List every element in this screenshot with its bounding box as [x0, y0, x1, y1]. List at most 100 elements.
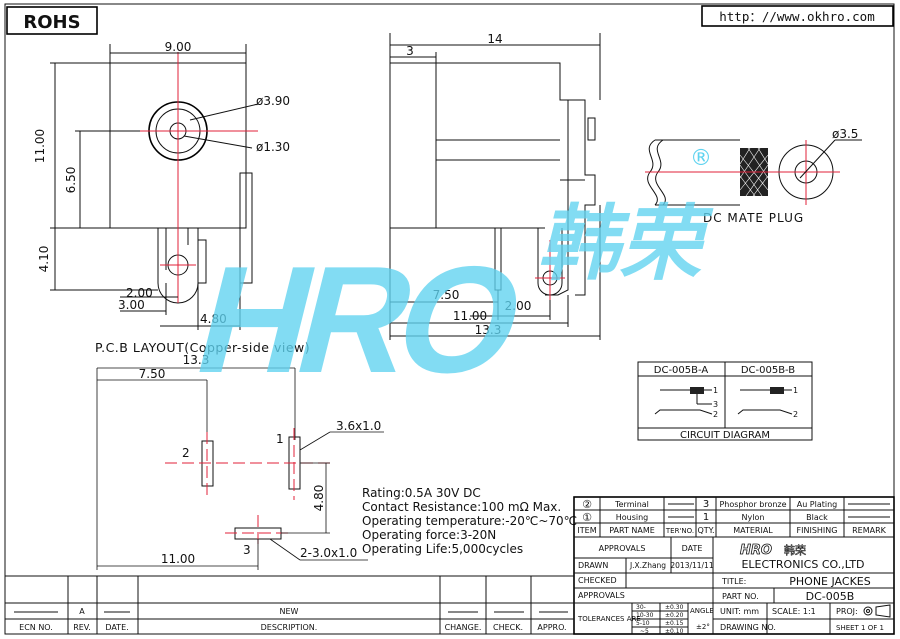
sheet-border — [4, 3, 895, 635]
drawn-label: DRAWN — [578, 561, 608, 570]
angle-value: ±2° — [696, 623, 710, 631]
dia-inner: ø1.30 — [256, 140, 290, 154]
rev-description: NEW — [280, 607, 299, 616]
dim-total: 14 — [487, 32, 502, 46]
part-row-1-name: Terminal — [614, 500, 649, 509]
pcb-dim-1100: 11.00 — [161, 552, 195, 566]
drawn-date: 2013/11/11 — [670, 561, 713, 570]
dim-1100: 11.00 — [453, 309, 487, 323]
circuit-title: CIRCUIT DIAGRAM — [680, 430, 770, 441]
hdr-qty: QTY. — [698, 526, 715, 535]
circuit-a-p3: 3 — [713, 400, 718, 409]
spec-life: Operating Life:5,000cycles — [362, 542, 523, 556]
revision-strip: A NEW ECN NO. REV. DATE. DESCRIPTION. CH… — [5, 575, 574, 634]
part-row-2-num: ① — [582, 511, 592, 524]
dim-c: 4.80 — [200, 312, 227, 326]
plug-label: DC MATE PLUG — [703, 211, 804, 225]
change-header: CHANGE. — [445, 623, 482, 632]
dim-height: 11.00 — [33, 129, 47, 163]
watermark-cn: 韩荣 — [532, 196, 720, 292]
dia-outer: ø3.90 — [256, 94, 290, 108]
part-row-2-qty: 1 — [703, 512, 709, 523]
logo-cn: 韩荣 — [784, 543, 806, 557]
spec-temperature: Operating temperature:-20℃~70℃ — [362, 514, 577, 528]
dim-front: 3 — [406, 44, 414, 58]
date-header: DATE. — [105, 623, 128, 632]
unit-label: UNIT: mm — [720, 607, 759, 616]
drawn-by: J.X.Zhang — [629, 561, 666, 570]
circuit-diagram: DC-005B-A DC-005B-B CIRCUIT DIAGRAM 1 3 … — [637, 361, 813, 441]
drawing-no-label: DRAWING NO. — [720, 623, 776, 632]
watermark-text: HRO — [181, 234, 535, 404]
url-box — [701, 5, 894, 27]
part-row-1-num: ② — [582, 498, 592, 511]
tol-r3-range: 5-10 — [636, 620, 650, 627]
circuit-a-p1: 1 — [713, 386, 718, 395]
pcb-pin3: 3 — [243, 543, 251, 557]
hdr-item: ITEM — [577, 526, 596, 535]
tol-r3-val: ±0.15 — [665, 620, 684, 627]
date-label: DATE — [682, 544, 703, 553]
check-header: CHECK. — [493, 623, 523, 632]
dim-center-height: 6.50 — [64, 167, 78, 194]
tolerances-label: TOLERANCES ARE — [577, 615, 641, 623]
dim-a: 2.00 — [126, 286, 153, 300]
ecn-header: ECN NO. — [19, 623, 53, 632]
rev-value: A — [79, 607, 85, 616]
hdr-ter: TER'NO. — [665, 527, 694, 535]
drawing-title: PHONE JACKES — [789, 575, 870, 588]
part-row-1-finish: Au Plating — [797, 500, 838, 509]
dim-133: 13.3 — [475, 323, 502, 337]
pcb-title: P.C.B LAYOUT(Copper-side view) — [95, 340, 310, 355]
approvals2-label: APPROVALS — [578, 591, 625, 600]
pcb-pad-size: 3.6x1.0 — [336, 419, 381, 433]
title-block: ② Terminal 3 Phosphor bronze Au Plating … — [573, 496, 895, 635]
spec-rating: Rating:0.5A 30V DC — [362, 486, 481, 500]
rohs-box — [6, 6, 98, 35]
tol-r2-range: 10-30 — [636, 612, 654, 619]
part-row-1-material: Phosphor bronze — [719, 500, 786, 509]
circuit-b-p2: 2 — [793, 410, 798, 419]
front-view: 9.00 11.00 6.50 4.10 ø3.90 ø1.30 2.00 3.… — [33, 40, 290, 330]
circuit-b-label: DC-005B-B — [741, 365, 795, 376]
approvals-label: APPROVALS — [599, 544, 646, 553]
side-view: 14 3 7.50 2.00 11.00 13.3 — [389, 32, 601, 340]
pcb-dim-750: 7.50 — [139, 367, 166, 381]
part-row-1-qty: 3 — [703, 499, 709, 510]
plug-dia: ø3.5 — [832, 127, 858, 141]
circuit-a-label: DC-005B-A — [654, 365, 709, 376]
circuit-a-p2: 2 — [713, 410, 718, 419]
proj-label: PROJ: — [836, 607, 858, 616]
pcb-slot-size: 2-3.0x1.0 — [300, 546, 357, 560]
spec-list: Rating:0.5A 30V DC Contact Resistance:10… — [362, 486, 577, 556]
rev-header: REV. — [73, 623, 91, 632]
sheet-label: SHEET 1 OF 1 — [836, 624, 884, 632]
part-row-2-material: Nylon — [742, 513, 765, 522]
scale-label: SCALE: 1:1 — [772, 607, 816, 616]
appro-header: APPRO. — [537, 623, 566, 632]
circuit-b-p1: 1 — [793, 386, 798, 395]
tol-r2-val: ±0.20 — [665, 612, 684, 619]
part-row-2-name: Housing — [616, 513, 649, 522]
partno-label: PART NO. — [722, 592, 759, 601]
hro-watermark: HRO 韩荣 — [181, 196, 720, 404]
pcb-layout: P.C.B LAYOUT(Copper-side view) 13.3 7.50… — [95, 340, 384, 570]
title-label: TITLE: — [721, 577, 746, 586]
company-name: ELECTRONICS CO.,LTD — [741, 558, 864, 571]
hdr-finish: FINISHING — [797, 526, 838, 535]
hdr-remark: REMARK — [852, 526, 887, 535]
dim-200: 2.00 — [505, 299, 532, 313]
pcb-pin1: 1 — [276, 432, 284, 446]
hdr-part: PART NAME — [609, 526, 655, 535]
pcb-dim-480: 4.80 — [312, 485, 326, 512]
angle-label: ANGLE — [690, 607, 714, 615]
tol-r1-range: 30- — [636, 604, 646, 611]
pcb-dim-133: 13.3 — [183, 353, 210, 367]
spec-resistance: Contact Resistance:100 mΩ Max. — [362, 500, 561, 514]
dc-plug: ø3.5 DC MATE PLUG ® — [645, 127, 862, 225]
rohs-label: ROHS — [23, 12, 80, 33]
dim-b: 3.00 — [118, 298, 145, 312]
registered-mark: ® — [690, 146, 712, 171]
dim-width: 9.00 — [165, 40, 192, 54]
